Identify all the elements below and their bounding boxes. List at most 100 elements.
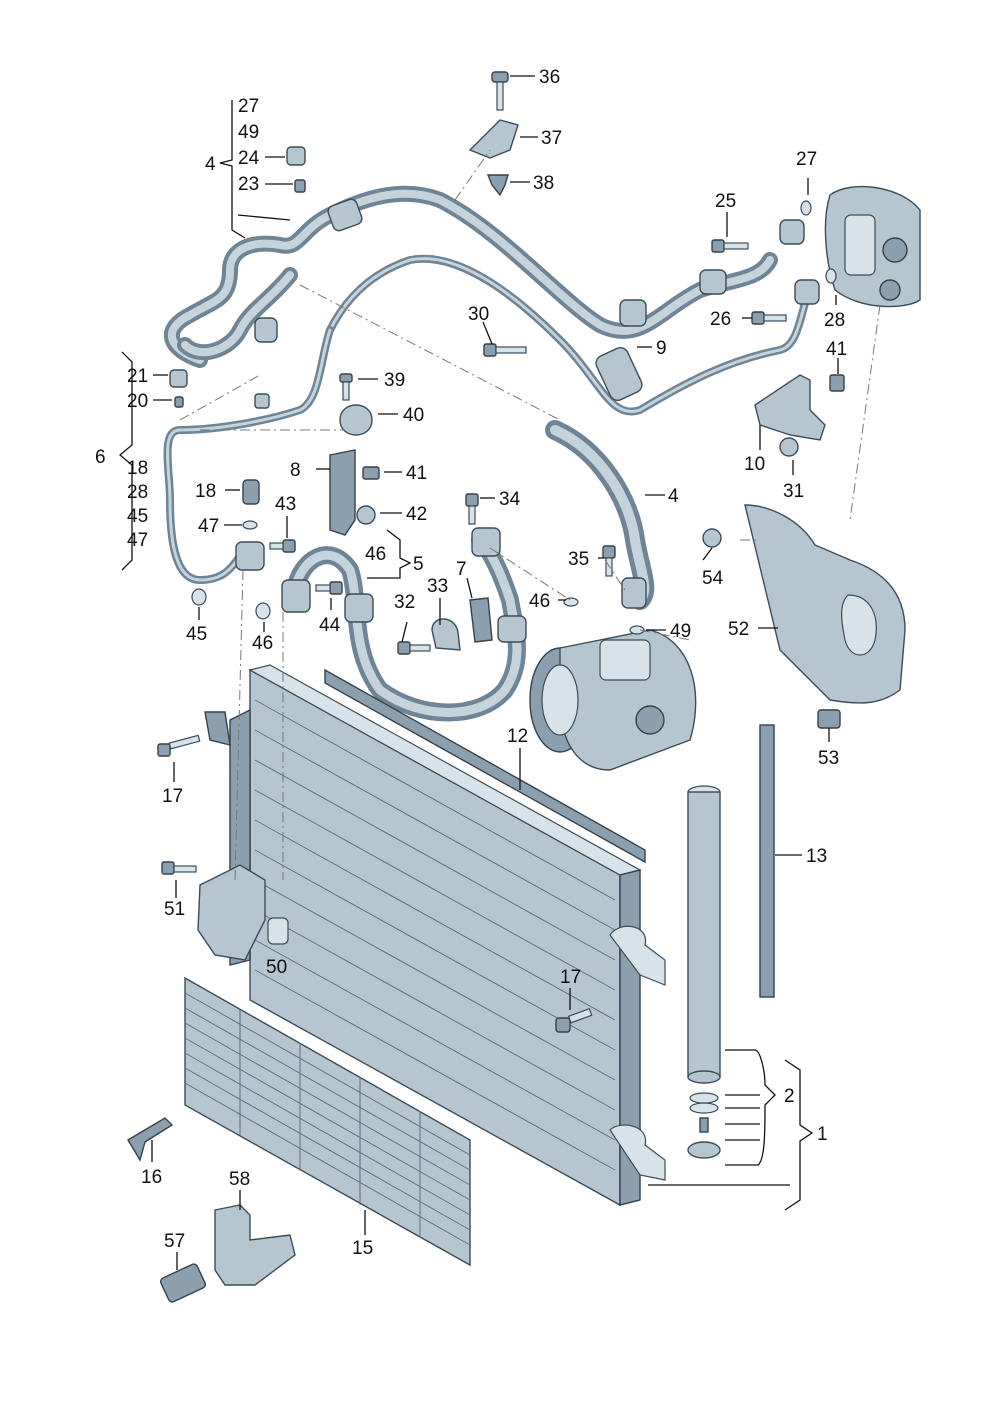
callout-21: 21 bbox=[127, 366, 148, 387]
callout-49-top: 49 bbox=[238, 122, 259, 143]
o-ring-28 bbox=[825, 268, 837, 284]
callout-36: 36 bbox=[539, 67, 560, 88]
callout-42: 42 bbox=[406, 504, 427, 525]
o-ring-49 bbox=[629, 625, 645, 635]
nut-42 bbox=[356, 505, 376, 525]
callout-13: 13 bbox=[806, 846, 827, 867]
callout-44: 44 bbox=[319, 615, 341, 636]
valve-23 bbox=[294, 179, 306, 193]
bolt-34 bbox=[465, 493, 479, 507]
bolt-30 bbox=[483, 343, 497, 357]
callout-47-group: 47 bbox=[127, 530, 148, 551]
heat-shield-52 bbox=[744, 504, 906, 704]
bolt-26 bbox=[751, 311, 765, 325]
nut-54 bbox=[702, 528, 722, 548]
bushing-50 bbox=[267, 917, 289, 945]
callout-51: 51 bbox=[164, 899, 185, 920]
clamp-33 bbox=[431, 618, 461, 651]
mount-block-51 bbox=[197, 864, 266, 961]
callout-46-compressor: 46 bbox=[529, 591, 550, 612]
clip-53 bbox=[817, 709, 841, 729]
callout-27-right: 27 bbox=[796, 149, 817, 170]
cap-21 bbox=[169, 369, 188, 388]
bracket-17 bbox=[204, 711, 231, 746]
callout-34: 34 bbox=[499, 489, 521, 510]
screw-39 bbox=[339, 373, 353, 383]
callout-labels: 36 37 38 27 49 24 23 4 27 25 26 28 30 9 … bbox=[95, 67, 847, 1259]
callout-27-top: 27 bbox=[238, 96, 259, 117]
callout-16: 16 bbox=[141, 1167, 162, 1188]
callout-17-right: 17 bbox=[560, 967, 581, 988]
bracket-10 bbox=[754, 374, 826, 441]
grille-15 bbox=[184, 976, 471, 1267]
callout-43: 43 bbox=[275, 494, 296, 515]
callout-8: 8 bbox=[290, 460, 301, 481]
callout-18-group: 18 bbox=[127, 458, 148, 479]
callout-24: 24 bbox=[238, 148, 260, 169]
nut-31 bbox=[779, 437, 799, 457]
valve-20 bbox=[174, 396, 184, 408]
bracket-7 bbox=[469, 597, 493, 643]
callout-47: 47 bbox=[198, 516, 219, 537]
bolt-32 bbox=[397, 641, 411, 655]
callout-23: 23 bbox=[238, 174, 259, 195]
callout-57: 57 bbox=[164, 1231, 185, 1252]
callout-37: 37 bbox=[541, 128, 562, 149]
callout-2: 2 bbox=[784, 1086, 795, 1107]
condenser bbox=[229, 664, 666, 1207]
bolt-17-upper bbox=[157, 743, 171, 757]
o-ring-46-compressor bbox=[563, 597, 579, 607]
callout-1: 1 bbox=[817, 1124, 828, 1145]
callout-7: 7 bbox=[456, 559, 467, 580]
callout-53: 53 bbox=[818, 748, 839, 769]
seal-strip-13 bbox=[759, 724, 775, 998]
refrigerant-lines bbox=[163, 185, 814, 722]
alignment-lines bbox=[179, 149, 881, 881]
bracket-58 bbox=[214, 1204, 296, 1286]
callout-45-group: 45 bbox=[127, 506, 148, 527]
callout-31: 31 bbox=[783, 481, 804, 502]
bolt-44 bbox=[329, 581, 343, 595]
callout-15: 15 bbox=[352, 1238, 373, 1259]
callout-40: 40 bbox=[403, 405, 424, 426]
callout-54: 54 bbox=[702, 568, 724, 589]
leader-lines bbox=[118, 75, 839, 1270]
callout-52: 52 bbox=[728, 619, 749, 640]
callout-4-mid: 4 bbox=[668, 486, 679, 507]
callout-5: 5 bbox=[413, 554, 424, 575]
callout-26: 26 bbox=[710, 309, 731, 330]
clip-38 bbox=[486, 174, 509, 197]
callout-41-mid: 41 bbox=[406, 463, 427, 484]
clip-41-lower bbox=[362, 466, 380, 480]
callout-4-top: 4 bbox=[205, 154, 216, 175]
fasteners bbox=[157, 71, 845, 1033]
o-ring-46 bbox=[255, 602, 271, 620]
seal-strip-12 bbox=[324, 668, 646, 864]
o-ring-45 bbox=[191, 588, 207, 606]
callout-17-left: 17 bbox=[162, 786, 183, 807]
flange-9 bbox=[595, 346, 643, 402]
parts bbox=[127, 71, 921, 1303]
callout-12: 12 bbox=[507, 726, 528, 747]
callout-28-right: 28 bbox=[824, 310, 845, 331]
clip-41-upper bbox=[829, 374, 845, 392]
callout-18: 18 bbox=[195, 481, 216, 502]
callout-28-group: 28 bbox=[127, 482, 148, 503]
o-ring-27 bbox=[800, 200, 812, 216]
callout-25: 25 bbox=[715, 191, 736, 212]
bolt-35 bbox=[602, 545, 616, 559]
clamp-40 bbox=[339, 404, 373, 436]
callout-9: 9 bbox=[656, 338, 667, 359]
sensor-57 bbox=[159, 1263, 207, 1303]
bolt-36 bbox=[491, 71, 509, 83]
clip-16 bbox=[127, 1117, 174, 1162]
bracket-8 bbox=[329, 449, 356, 536]
o-ring-47 bbox=[242, 520, 258, 530]
callout-41-right: 41 bbox=[826, 339, 847, 360]
callout-30: 30 bbox=[468, 304, 489, 325]
callout-33: 33 bbox=[427, 576, 448, 597]
callout-35: 35 bbox=[568, 549, 589, 570]
callout-46-group: 46 bbox=[365, 544, 386, 565]
callout-46: 46 bbox=[252, 633, 273, 654]
